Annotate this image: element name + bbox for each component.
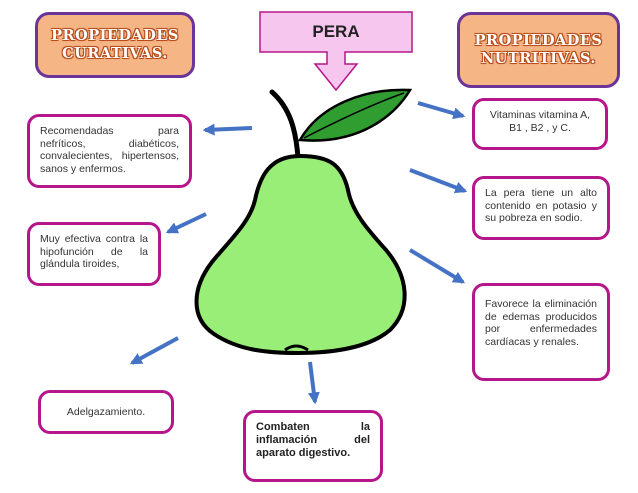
- arrow-to-recomendadas: [202, 123, 253, 136]
- page-title: PERA: [312, 22, 360, 41]
- header-nutritivas-text: PROPIEDADES NUTRITIVAS.: [474, 32, 603, 67]
- header-curativas-text: PROPIEDADES CURATIVAS.: [51, 27, 179, 62]
- box-vitaminas: Vitaminas vitamina A, B1 , B2 , y C.: [472, 98, 608, 150]
- text-adelgazamiento: Adelgazamiento.: [66, 405, 146, 418]
- title-callout-shape: [259, 11, 413, 92]
- text-tiroides: Muy efectiva contra la hipofunción de la…: [40, 233, 148, 270]
- header-nutritivas: PROPIEDADES NUTRITIVAS.: [457, 12, 620, 88]
- pear-body: [194, 153, 407, 356]
- arrow-to-adelgazamiento: [129, 336, 179, 365]
- arrow-to-edemas: [408, 248, 466, 284]
- box-tiroides: Muy efectiva contra la hipofunción de la…: [27, 222, 161, 286]
- arrow-to-vitaminas: [417, 101, 466, 120]
- text-vitaminas: Vitaminas vitamina A, B1 , B2 , y C.: [489, 109, 591, 134]
- arrow-to-potasio: [409, 168, 468, 194]
- box-potasio: La pera tiene un alto contenido en potas…: [472, 176, 610, 240]
- leaf-vein: [303, 92, 405, 139]
- box-recomendadas: Recomendadas para nefríticos, diabéticos…: [27, 114, 192, 188]
- arrow-to-digestivo: [307, 361, 320, 405]
- text-edemas: Favorece la eliminación de edemas produc…: [485, 298, 597, 348]
- text-recomendadas: Recomendadas para nefríticos, diabéticos…: [40, 125, 179, 175]
- box-digestivo: Combaten la inflamación del aparato dige…: [243, 410, 383, 482]
- pear-leaf: [297, 88, 413, 142]
- box-adelgazamiento: Adelgazamiento.: [38, 390, 174, 434]
- pear-bottom-dimple: [284, 344, 309, 352]
- text-potasio: La pera tiene un alto contenido en potas…: [485, 187, 597, 224]
- header-curativas: PROPIEDADES CURATIVAS.: [35, 12, 195, 78]
- arrow-to-tiroides: [165, 212, 207, 234]
- box-edemas: Favorece la eliminación de edemas produc…: [472, 283, 610, 381]
- pear-stem: [269, 89, 301, 161]
- text-digestivo: Combaten la inflamación del aparato dige…: [256, 421, 370, 459]
